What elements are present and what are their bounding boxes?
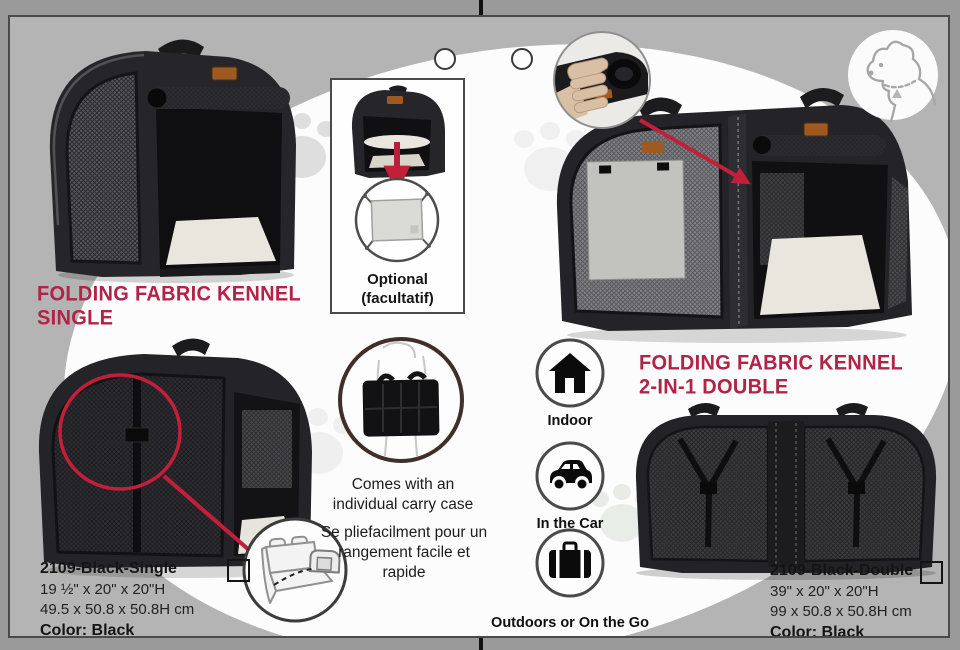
indoor-label: Indoor [547,413,593,429]
heading-line: SINGLE [37,306,114,330]
single-size-cm: 49.5 x 50.8 x 50.8H cm [40,601,195,618]
single-size-inches: 19 ½" x 20" x 20"H [40,581,166,598]
paw-watermark [591,484,653,542]
optional-label-en: Optional [367,271,428,288]
caption-line: Comes with an [351,476,455,493]
double-kennel-mesh-photo [635,402,937,580]
heading-line: FOLDING FABRIC KENNEL [639,352,904,375]
double-kennel-heading: FOLDING FABRIC KENNEL 2-IN-1 DOUBLE [639,352,929,400]
house-icon [549,353,591,393]
decorative-circle [511,48,533,70]
brand-patch [642,141,664,153]
optional-panel-box: Optional (facultatif) [330,78,465,314]
suitcase-icon [549,541,591,578]
caption-line: individual carry case [332,496,474,513]
carry-case-caption-fr: Se pliefacilment pour un rangement facil… [318,523,490,583]
double-model-checkbox[interactable] [920,561,943,584]
seatbelt-dashed-line [273,568,313,586]
decorative-circle [434,48,456,70]
dog-icon [866,40,937,123]
double-kennel-photo [556,87,912,343]
dog-logo [848,30,938,123]
caption-line: rangement facile et rapide [338,544,470,581]
outdoors-label: Outdoors or On the Go [491,615,649,631]
flyer-frame: FOLDING FABRIC KENNEL SINGLE [8,15,950,638]
mesh-flap-panel [586,159,686,281]
double-specs: 2109-Black-Double 39" x 20" x 20"H 99 x … [770,560,948,638]
brand-patch [803,122,829,137]
double-size-cm: 99 x 50.8 x 50.8H cm [770,603,912,620]
double-size-inches: 39" x 20" x 20"H [770,583,879,600]
optional-label-fr: (facultatif) [361,290,434,307]
carry-case-inset [338,337,464,463]
single-model-number: 2109-Black-Single [40,560,177,577]
single-color: Color: Black [40,622,135,638]
optional-kennel-photo [351,85,445,263]
hand-inset-arrow [638,118,751,185]
double-model-number: 2109-Black-Double [770,562,914,579]
registration-mark-bottom [479,634,483,650]
in-car-label: In the Car [536,516,604,532]
brand-patch [211,66,238,81]
single-kennel-heading: FOLDING FABRIC KENNEL SINGLE [37,283,307,331]
optional-label: Optional (facultatif) [332,270,463,308]
outdoors-icon-circle [535,528,605,598]
single-specs: 2109-Black-Single 19 ½" x 20" x 20"H 49.… [40,558,290,638]
double-color: Color: Black [770,624,865,638]
carseat-inset [242,517,348,623]
carry-bag [362,371,440,437]
car-icon [550,460,592,490]
heading-line: FOLDING FABRIC KENNEL [37,283,302,306]
registration-mark-top [479,0,483,16]
indoor-icon-circle [535,338,605,408]
single-kennel-photo [49,39,296,283]
single-model-checkbox[interactable] [227,559,250,582]
kennel-sketch [308,549,341,574]
heading-line: 2-IN-1 DOUBLE [639,375,789,399]
carry-case-caption-en: Comes with an individual carry case [328,475,478,515]
brand-patch [387,96,403,104]
in-car-icon-circle [535,441,605,511]
hand-carry-inset [553,31,651,129]
caption-line: Se pliefacilment pour un [320,524,488,541]
harness-straps [677,437,887,548]
shelf-panel-inset [354,177,440,263]
